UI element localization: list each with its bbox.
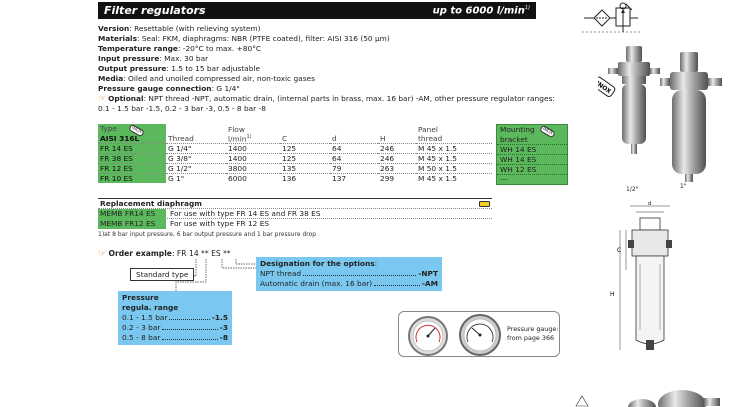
spec-temperature: Temperature range: -20°C to max. +80°C: [98, 44, 262, 53]
table-row: FR 10 ES G 1" 6000 136 137 299 M 45 x 1.…: [98, 173, 492, 184]
max-flow: up to 6000 l/min1): [432, 4, 530, 17]
col-thread-header: Thread: [168, 134, 194, 144]
col-h-header: H: [380, 134, 386, 144]
filter-regulator-symbol-icon: [582, 2, 640, 33]
product-photo: INOX: [598, 46, 722, 182]
product-table: Type INOX Flow Panel AISI 316L Thread l/…: [98, 123, 492, 184]
bracket-symbol-icon: [479, 200, 490, 207]
svg-text:C: C: [617, 247, 621, 254]
product-label-left: 1/2": [626, 186, 639, 193]
svg-text:d: d: [648, 201, 651, 207]
table-row: FR 12 ES G 1/2" 3800 135 79 263 M 50 x 1…: [98, 163, 492, 174]
pressure-gauge-reference: Pressure gauge: from page 366: [398, 311, 560, 357]
bracket-header: bracket: [500, 135, 528, 144]
col-flow-header: Flow: [228, 124, 245, 134]
list-item: NPT thread-NPT: [260, 269, 438, 278]
list-item: 0.5 - 8 bar-8: [122, 333, 228, 342]
footnote: 1)at 8 bar input pressure, 6 bar output …: [98, 231, 317, 238]
list-item: 0.2 - 3 bar-3: [122, 323, 228, 332]
list-item: Automatic drain (max. 16 bar)-AM: [260, 279, 438, 288]
spec-output-pressure: Output pressure: 1.5 to 15 bar adjustabl…: [98, 64, 261, 73]
col-c-header: C: [282, 134, 288, 144]
title-bar: Filter regulators up to 6000 l/min1): [98, 2, 536, 19]
pressure-gauge-icon: [408, 316, 448, 356]
replacement-heading: Replacement diaphragm: [100, 199, 202, 208]
spec-materials: Materials: Seal: FKM, diaphragms: NBR (P…: [98, 34, 390, 43]
gauge-page-ref: from page 366: [507, 334, 555, 342]
table-row: FR 14 ES G 1/4" 1400 125 64 246 M 45 x 1…: [98, 143, 492, 154]
pressure-gauge-large-icon: [459, 314, 501, 356]
bracket-row: WH 12 ES: [496, 164, 568, 175]
bracket-row: ---: [496, 174, 568, 185]
spec-gauge-connection: Pressure gauge connection: G 1/4": [98, 84, 240, 93]
spec-input-pressure: Input pressure: Max. 30 bar: [98, 54, 209, 63]
spec-optional: ☞Optional: NPT thread -NPT, automatic dr…: [98, 94, 555, 113]
bracket-row: WH 14 ES: [496, 144, 568, 155]
spec-media: Media: Oiled and unoiled compressed air,…: [98, 74, 315, 83]
col-panel-thread-header: thread: [418, 134, 443, 144]
gauge-label: Pressure gauge:: [507, 325, 559, 333]
options-designation-box: Designation for the options: NPT thread-…: [256, 257, 442, 291]
pointing-hand-icon: ☞: [98, 249, 107, 259]
col-panel-header: Panel: [418, 124, 438, 134]
order-example: ☞ Order example: FR 14 ** ES **: [98, 249, 231, 259]
next-product-photo: [575, 390, 720, 407]
product-label-right: 1": [680, 183, 687, 190]
mounting-bracket-table: Mounting INOX bracket WH 14 ES WH 14 ES …: [496, 124, 568, 185]
col-type-header: Type INOX: [98, 123, 166, 138]
col-flow-unit: l/min1): [228, 134, 252, 144]
bracket-row: WH 14 ES: [496, 154, 568, 165]
list-item: 0.1 - 1.5 bar-1.5: [122, 313, 228, 322]
pointing-hand-icon: ☞: [98, 94, 107, 104]
technical-drawing: H C d: [610, 201, 672, 350]
standard-type-label: Standard type: [130, 268, 195, 281]
table-row: FR 38 ES G 3/8" 1400 125 64 246 M 45 x 1…: [98, 153, 492, 164]
specifications: Version: Resettable (with relieving syst…: [98, 24, 568, 114]
spec-version: Version: Resettable (with relieving syst…: [98, 24, 261, 33]
mounting-header: Mounting INOX: [497, 124, 568, 139]
col-d-header: d: [332, 134, 337, 144]
pressure-range-box: Pressure regula. range 0.1 - 1.5 bar-1.5…: [118, 291, 232, 345]
svg-text:H: H: [610, 291, 615, 298]
page-title: Filter regulators: [104, 4, 206, 17]
col-aisi-header: AISI 316L: [98, 134, 166, 144]
